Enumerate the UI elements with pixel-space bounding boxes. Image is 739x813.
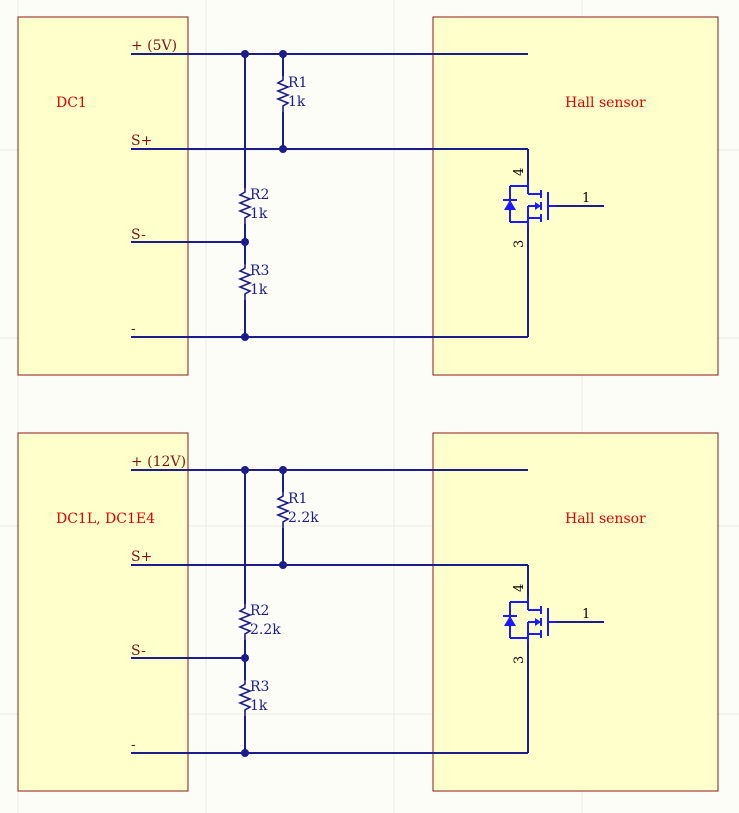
pin-number-drain: 4: [512, 168, 527, 176]
sensor-block-1: [432, 16, 719, 376]
resistor-value: 1k: [288, 94, 306, 110]
resistor-ref: R1: [288, 75, 307, 91]
sensor-block-name: Hall sensor: [565, 95, 646, 111]
resistor-ref: R3: [250, 679, 269, 695]
wires: [131, 469, 604, 754]
pin-label-ground: -: [131, 321, 136, 337]
pin-label-ground: -: [131, 737, 136, 753]
pin-number-source: 3: [512, 240, 527, 248]
resistor-ref: R2: [250, 187, 269, 203]
source-block-1: [17, 16, 189, 376]
resistor-value: 2.2k: [288, 510, 319, 526]
pin-label-signal-neg: S-: [131, 227, 146, 243]
junction-dots: [241, 50, 287, 341]
resistor-ref: R1: [288, 491, 307, 507]
pin-number-gate: 1: [582, 607, 590, 622]
pin-label-signal-pos: S+: [131, 549, 152, 565]
resistor-r1: R1 1k: [275, 75, 307, 112]
resistor-r2: R2 1k: [237, 187, 269, 224]
pin-label-signal-pos: S+: [131, 133, 152, 149]
sensor-block-2: [432, 432, 719, 792]
source-block-name: DC1: [56, 95, 87, 111]
pin-number-source: 3: [512, 656, 527, 664]
pin-label-supply: + (12V): [131, 454, 186, 470]
pin-label-signal-neg: S-: [131, 643, 146, 659]
pin-label-supply: + (5V): [131, 38, 177, 54]
pin-number-gate: 1: [582, 191, 590, 206]
resistor-r2: R2 2.2k: [237, 603, 281, 640]
resistor-r3: R3 1k: [237, 263, 269, 300]
pin-number-drain: 4: [512, 584, 527, 592]
junction-dots: [241, 466, 287, 757]
circuit-1: DC1 Hall sensor + (5V) S+ S- -: [17, 16, 719, 376]
resistor-ref: R3: [250, 263, 269, 279]
resistor-value: 2.2k: [250, 622, 281, 638]
source-block-name: DC1L, DC1E4: [56, 511, 155, 527]
resistor-r3: R3 1k: [237, 679, 269, 716]
source-block-2: [17, 432, 189, 792]
resistor-r1: R1 2.2k: [275, 491, 319, 528]
resistor-value: 1k: [250, 698, 268, 714]
resistor-value: 1k: [250, 282, 268, 298]
resistor-ref: R2: [250, 603, 269, 619]
mosfet-transistor: 4 1 3: [503, 584, 590, 664]
sensor-block-name: Hall sensor: [565, 511, 646, 527]
resistor-value: 1k: [250, 206, 268, 222]
mosfet-transistor: 4 1 3: [503, 168, 590, 248]
circuit-2: DC1L, DC1E4 Hall sensor + (12V) S+ S- -: [17, 432, 719, 792]
